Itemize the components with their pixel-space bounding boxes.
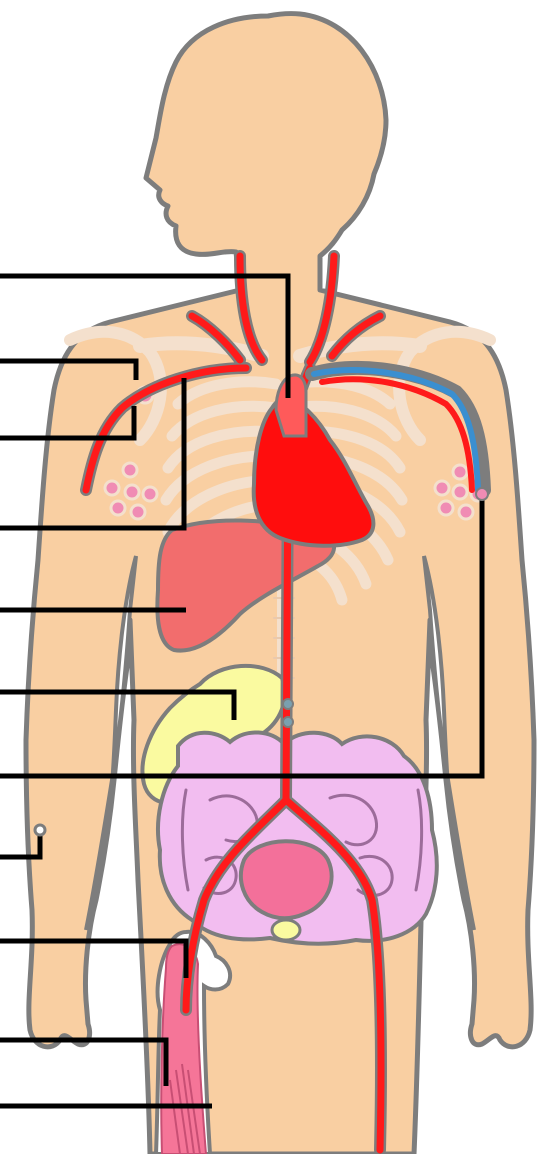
pubic-bone: [272, 920, 300, 940]
bladder: [241, 841, 332, 918]
leader-endpoint-right-axilla: [476, 488, 488, 500]
leader-endpoint-wrist: [35, 825, 45, 835]
aortic-arch: [276, 375, 306, 436]
